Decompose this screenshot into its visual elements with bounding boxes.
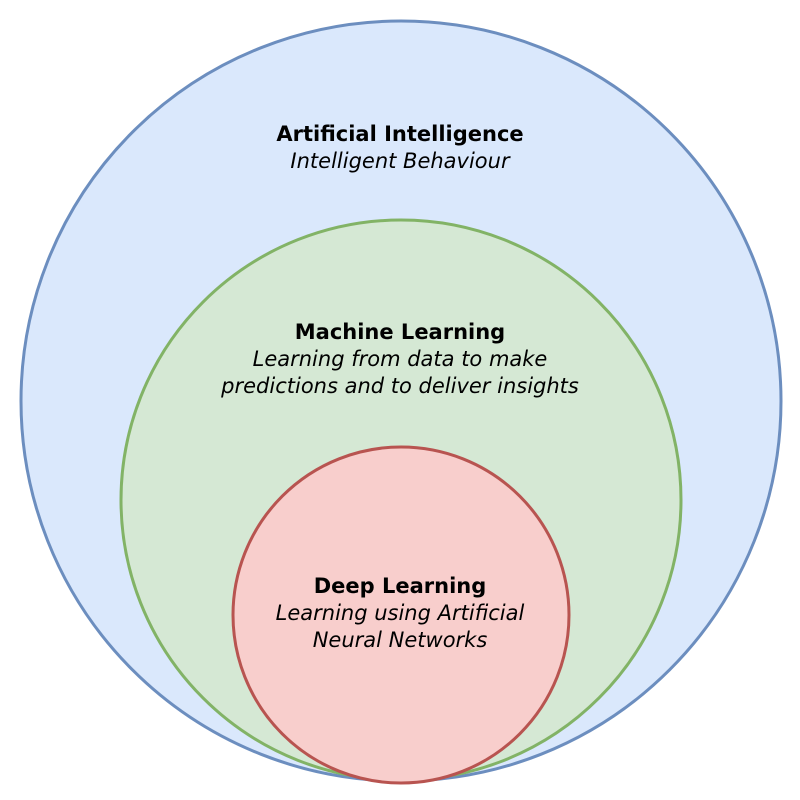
dl-title: Deep Learning (313, 574, 487, 598)
ai-subtitle: Intelligent Behaviour (290, 149, 510, 173)
dl-subtitle-line1: Learning using Artificial (275, 601, 525, 625)
dl-label: Deep Learning Learning using Artificial … (0, 573, 800, 654)
ml-subtitle-line2: predictions and to deliver insights (221, 374, 579, 398)
ml-subtitle-line1: Learning from data to make (252, 347, 548, 371)
ml-title: Machine Learning (294, 320, 506, 344)
dl-subtitle-line2: Neural Networks (312, 628, 488, 652)
ai-title: Artificial Intelligence (276, 122, 524, 146)
ml-label: Machine Learning Learning from data to m… (0, 319, 800, 400)
dl-circle (231, 445, 571, 785)
ai-label: Artificial Intelligence Intelligent Beha… (0, 121, 800, 175)
